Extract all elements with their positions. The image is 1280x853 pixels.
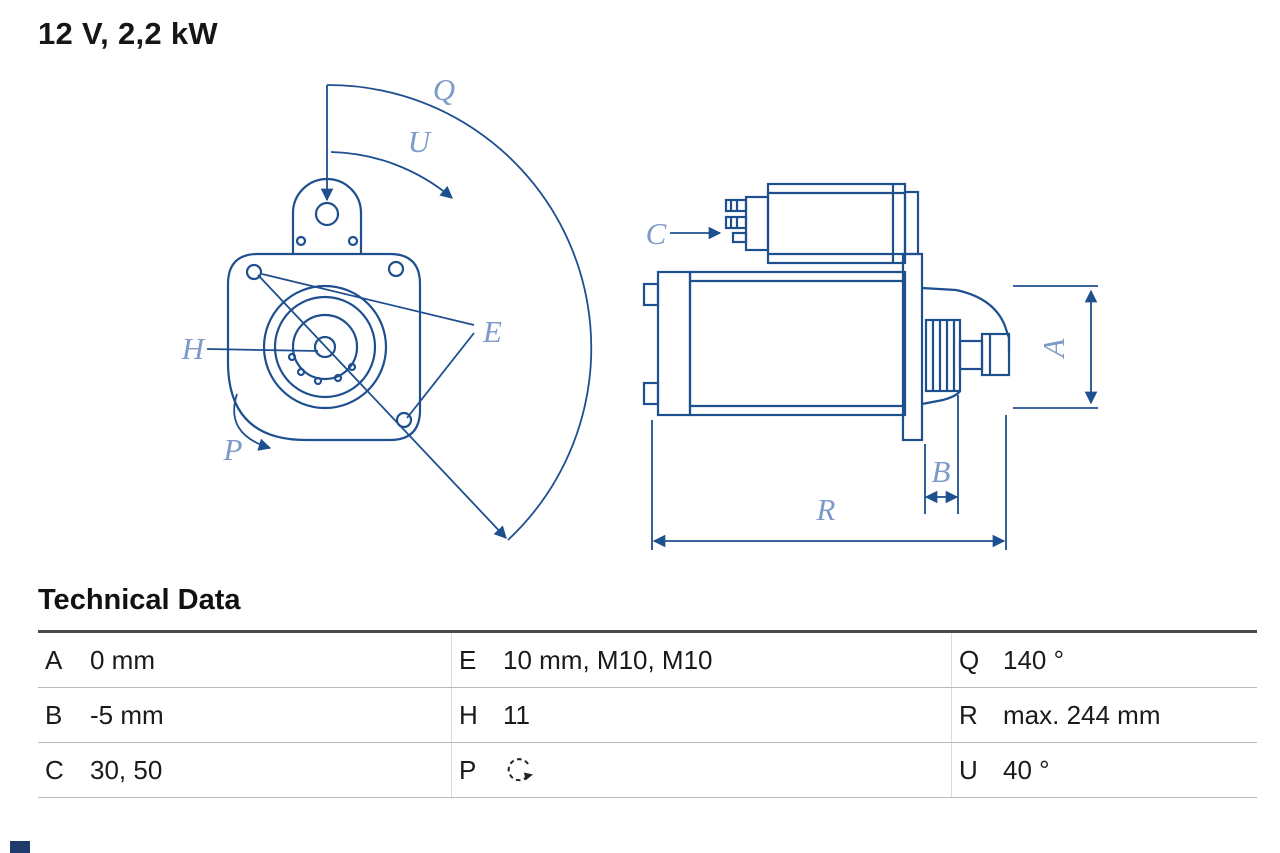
- page-title: 12 V, 2,2 kW: [38, 16, 218, 51]
- end-cap: [656, 270, 692, 417]
- terminal-stud-3: [731, 231, 748, 244]
- cell-value-p: [493, 743, 951, 797]
- shaft-hole: [313, 335, 337, 359]
- cell-value-c: 30, 50: [90, 754, 163, 785]
- q-arc: [326, 84, 593, 541]
- logo-fragment: [10, 841, 30, 853]
- flange: [226, 252, 422, 442]
- cell-value-r: max. 244 mm: [1003, 699, 1161, 730]
- side-view: [642, 182, 1011, 442]
- mounting-flange-plate: [901, 252, 924, 442]
- label-q: Q: [433, 72, 455, 107]
- pinion-shaft: [958, 339, 984, 371]
- cell-key-c: C: [45, 754, 64, 785]
- drive-housing-bottom: [921, 390, 961, 406]
- cell-key-e: E: [451, 633, 493, 687]
- cell-value-u: 40 °: [1003, 754, 1050, 785]
- technical-data-table: A 0 mm E 10 mm, M10, M10 Q 140 ° B -5 mm…: [38, 630, 1257, 798]
- table-row: B -5 mm H 11 R max. 244 mm: [38, 688, 1257, 743]
- cell-value-e: 10 mm, M10, M10: [503, 644, 713, 675]
- ear-hole: [314, 201, 340, 227]
- label-b: B: [932, 454, 951, 489]
- cell-key-r: R: [951, 688, 993, 742]
- table-row: C 30, 50 P U 40 °: [38, 743, 1257, 798]
- bolt-hole-bottom-right: [395, 411, 413, 429]
- cell-key-b: B: [45, 699, 63, 730]
- technical-drawing: Q U E H P C A B R: [181, 72, 1098, 550]
- rotation-direction-icon: [507, 758, 533, 782]
- side-view-dimensions: [651, 226, 1098, 550]
- h-leader: [206, 348, 319, 352]
- bolt-hole-top-right: [387, 260, 405, 278]
- label-c: C: [646, 216, 667, 251]
- p-rotation-arrow: [233, 393, 272, 451]
- cell-value-q: 140 °: [1003, 644, 1065, 675]
- motor-body: [688, 270, 907, 417]
- cell-key-u: U: [951, 743, 993, 797]
- solenoid-cap: [744, 195, 770, 252]
- dimension-labels: Q U E H P C A B R: [181, 72, 1071, 527]
- drive-housing-top: [921, 286, 1011, 352]
- front-view-dimensions: [206, 84, 593, 541]
- label-u: U: [408, 124, 433, 159]
- label-r: R: [816, 492, 836, 527]
- e-leader-2: [406, 332, 475, 419]
- technical-data-heading: Technical Data: [38, 584, 241, 616]
- label-a: A: [1036, 337, 1071, 359]
- label-p: P: [223, 432, 243, 467]
- hub-outer: [262, 284, 388, 410]
- cell-value-h: 11: [503, 699, 530, 730]
- cell-value-b: -5 mm: [90, 699, 164, 730]
- table-row: A 0 mm E 10 mm, M10, M10 Q 140 °: [38, 633, 1257, 688]
- bolt-hole-top-left: [245, 263, 263, 281]
- cell-key-h: H: [451, 688, 493, 742]
- front-view: [226, 177, 422, 442]
- shaft-end: [980, 332, 1011, 377]
- cell-key-a: A: [45, 644, 63, 675]
- e-leader-1: [261, 273, 475, 326]
- u-arc: [330, 151, 453, 199]
- q-radius-diagonal: [257, 274, 507, 539]
- cell-key-q: Q: [951, 633, 993, 687]
- solenoid: [766, 182, 907, 265]
- label-h: H: [181, 331, 206, 366]
- label-e: E: [482, 314, 502, 349]
- cell-value-a: 0 mm: [90, 644, 155, 675]
- cell-key-p: P: [451, 743, 493, 797]
